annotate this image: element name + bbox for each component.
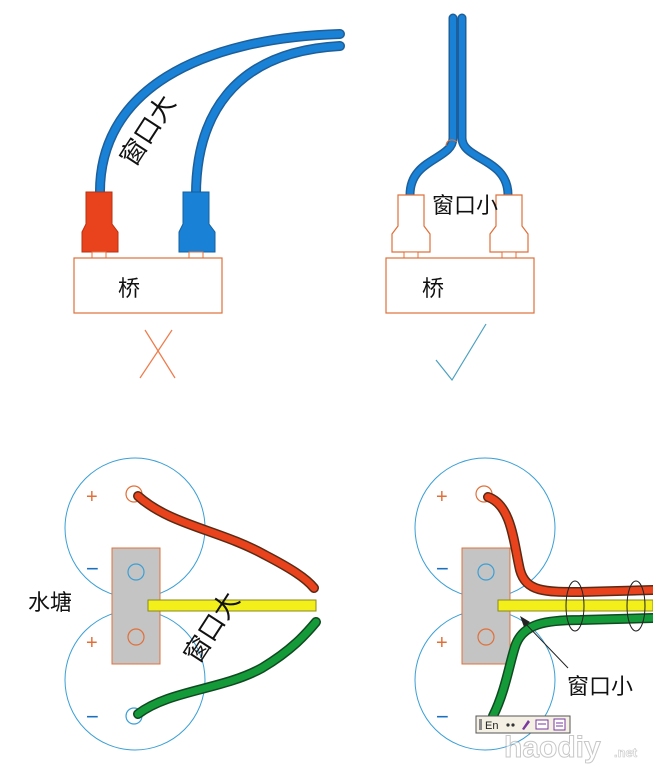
bridge-label-left: 桥 [118, 277, 140, 302]
pad-hole-top-left [127, 563, 145, 581]
top-left-bad-example: 桥 窗口大 [73, 29, 345, 379]
window-small-label-top: 窗口小 [432, 194, 498, 219]
ime-pen-icon[interactable] [522, 720, 530, 730]
blue-wire-pair-right [459, 15, 511, 198]
ime-toolbar[interactable]: En [475, 715, 571, 734]
outline-connector-right [489, 194, 529, 259]
plus-sign-lower-right: + [436, 632, 448, 654]
window-small-label-bottom: 窗口小 [567, 675, 633, 700]
ime-punct-icon[interactable] [506, 723, 510, 727]
minus-sign-mid-right: − [436, 556, 449, 581]
plus-sign-lower-left: + [86, 632, 98, 654]
blue-wire-right-outline [191, 41, 345, 200]
pad-hole-bottom-left [127, 628, 145, 646]
yellow-wire-right [497, 599, 653, 612]
blue-wire-left-outline [94, 29, 345, 200]
bridge-label-right: 桥 [422, 277, 444, 302]
watermark-text: haodiy [504, 731, 601, 764]
pond-label: 水塘 [28, 591, 72, 616]
ime-language-indicator[interactable]: En [485, 720, 498, 732]
red-connector [81, 191, 119, 259]
blue-wire-right [192, 42, 344, 199]
plus-sign-top-left: + [86, 486, 98, 508]
sleeve-ellipse-2 [626, 580, 646, 632]
bottom-left-bad-example: + − + − 水塘 窗口大 [28, 457, 321, 751]
pad-hole-top-right [477, 563, 495, 581]
minus-sign-bottom-left: − [86, 704, 99, 729]
bottom-right-good-example: + − + − 窗口小 [414, 457, 653, 751]
check-mark [435, 323, 487, 382]
red-wire-right [484, 493, 653, 596]
plus-sign-top-right: + [436, 486, 448, 508]
bridge-block-left [73, 257, 223, 314]
blue-connector [178, 191, 216, 259]
blue-wire-pair-right-outline [457, 13, 513, 200]
window-large-label-top: 窗口大 [115, 90, 183, 172]
pad-hole-bottom-right [477, 628, 495, 646]
minus-sign-mid-left: − [86, 556, 99, 581]
ime-grip[interactable] [479, 719, 482, 730]
top-right-good-example: 桥 窗口小 [385, 13, 535, 382]
green-wire-left [134, 618, 320, 718]
split-arc [445, 139, 458, 147]
red-wire-left [134, 492, 318, 592]
bridge-block-right [385, 257, 535, 314]
site-watermark: haodiy .net [504, 731, 639, 765]
ime-menu-icon[interactable] [553, 718, 566, 731]
wrong-mark [139, 329, 176, 379]
green-wire-right-outline [488, 613, 653, 721]
outline-connector-left [391, 194, 431, 259]
green-wire-right [489, 614, 653, 720]
window-large-label-bottom: 窗口大 [179, 587, 247, 669]
yellow-wire-left [147, 599, 317, 612]
minus-sign-bottom-right: − [436, 704, 449, 729]
pointer-arrowhead [520, 616, 530, 627]
pointer-line [521, 619, 569, 669]
sleeve-ellipse-1 [565, 580, 585, 632]
blue-wire-left [96, 30, 344, 199]
blue-wire-pair-left-outline [405, 13, 458, 200]
watermark-suffix: .net [614, 745, 638, 760]
